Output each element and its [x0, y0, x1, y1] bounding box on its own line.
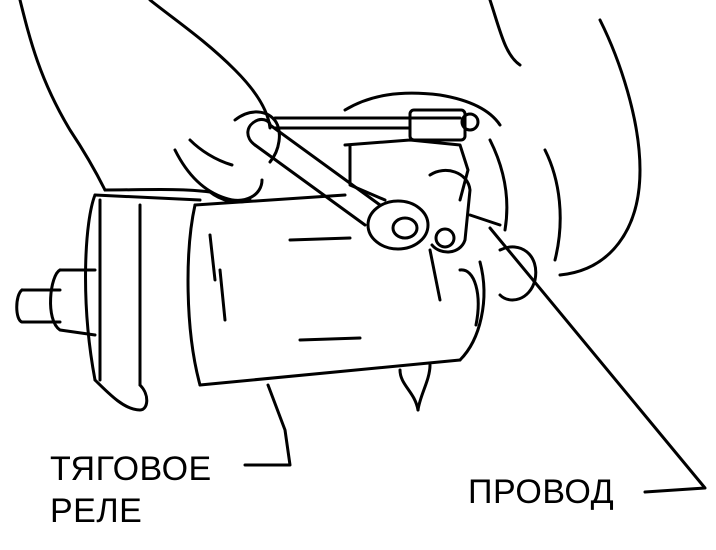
wrench-drawing	[246, 116, 462, 251]
wire-leader-line	[488, 226, 707, 494]
relay-leader-line	[243, 383, 292, 467]
starter-body-drawing	[15, 193, 486, 412]
wire-label: ПРОВОД	[468, 473, 615, 511]
traction-relay-label-line2: РЕЛЕ	[50, 492, 143, 530]
traction-relay-label-line1: ТЯГОВОЕ	[50, 450, 212, 488]
solenoid-terminal-drawing	[343, 108, 502, 254]
right-hand-drawing	[343, 0, 642, 302]
left-hand-drawing	[18, 0, 281, 204]
